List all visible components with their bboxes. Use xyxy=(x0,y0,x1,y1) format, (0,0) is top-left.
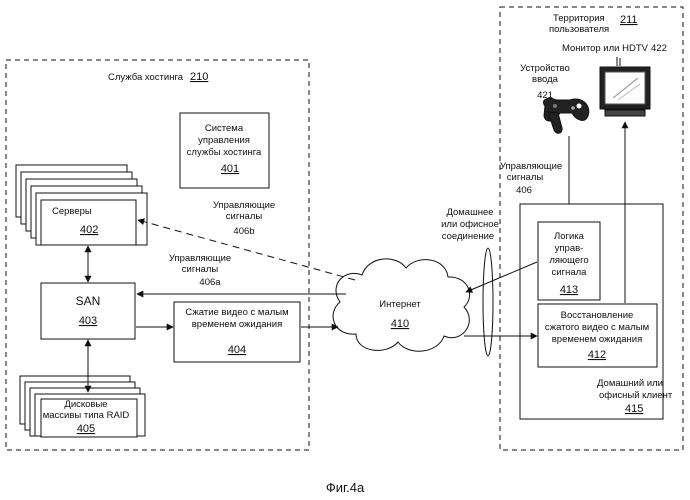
logic-number: 413 xyxy=(560,284,578,296)
hosting-service-number: 210 xyxy=(190,71,208,83)
internet-number: 410 xyxy=(391,318,409,330)
connection-line-3: соединение xyxy=(442,231,494,242)
monitor-number: 422 xyxy=(651,43,667,54)
monitor-icon xyxy=(600,57,650,116)
management-line-2: управления xyxy=(198,135,250,146)
logic-line-1: Логика xyxy=(554,231,585,242)
signals-406b-line-2: сигналы xyxy=(226,211,263,222)
san-number: 403 xyxy=(79,315,97,327)
gamepad-icon xyxy=(543,98,588,133)
signals-406-number: 406 xyxy=(516,185,532,196)
logic-line-2: управ- xyxy=(555,243,584,254)
servers-number: 402 xyxy=(80,224,98,236)
management-number: 401 xyxy=(221,163,239,175)
user-premises-line-1: Территория xyxy=(553,13,605,24)
client-number: 415 xyxy=(625,403,643,415)
internet-label: Интернет xyxy=(379,299,421,310)
raid-line-1: Дисковые xyxy=(64,399,107,410)
decompression-line-2: сжатого видео с малым xyxy=(545,322,649,333)
signals-406a-number: 406a xyxy=(199,277,221,288)
raid-line-2: массивы типа RAID xyxy=(43,410,130,421)
client-line-1: Домашний или xyxy=(597,378,663,389)
monitor-label: Монитор или HDTV xyxy=(562,43,649,54)
client-line-2: офисный клиент xyxy=(599,390,673,401)
san-box xyxy=(41,283,135,339)
signals-406b-number: 406b xyxy=(233,226,254,237)
input-device-line-2: ввода xyxy=(532,74,559,85)
decompression-line-3: временем ожидания xyxy=(552,334,643,345)
signals-406-line-1: Управляющие xyxy=(500,161,562,172)
signals-406b-line-1: Управляющие xyxy=(213,200,275,211)
connection-ellipse xyxy=(483,248,493,356)
hosting-service-title: Служба хостинга xyxy=(108,72,184,83)
user-premises-number: 211 xyxy=(620,14,638,26)
figure-caption: Фиг.4a xyxy=(326,480,365,495)
connection-line-1: Домашнее xyxy=(446,207,493,218)
compression-line-1: Сжатие видео с малым xyxy=(185,307,288,318)
signals-406a-line-1: Управляющие xyxy=(169,253,231,264)
management-line-1: Система xyxy=(205,123,244,134)
san-label: SAN xyxy=(76,294,101,308)
connection-line-2: или офисное xyxy=(441,219,499,230)
input-device-line-1: Устройство xyxy=(520,63,570,74)
compression-number: 404 xyxy=(228,344,246,356)
user-premises-line-2: пользователя xyxy=(549,24,609,35)
compression-line-2: временем ожидания xyxy=(192,319,283,330)
signals-406a-line-2: сигналы xyxy=(182,264,219,275)
servers-label: Серверы xyxy=(52,206,92,217)
logic-line-4: сигнала xyxy=(552,267,588,278)
raid-number: 405 xyxy=(77,423,95,435)
logic-line-3: ляющего xyxy=(549,255,588,266)
decompression-line-1: Восстановление xyxy=(561,310,634,321)
decompression-number: 412 xyxy=(588,349,606,361)
signals-406-line-2: сигналы xyxy=(507,172,544,183)
management-line-3: службы хостинга xyxy=(187,147,262,158)
